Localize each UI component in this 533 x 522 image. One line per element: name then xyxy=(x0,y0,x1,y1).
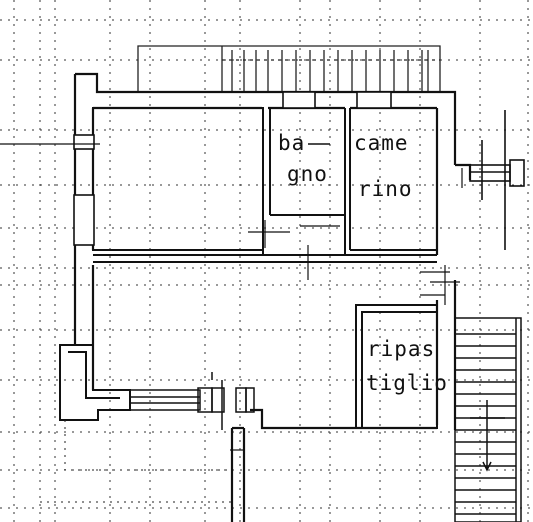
door-icon xyxy=(73,91,392,246)
room-label-ripostiglio-line2: tiglio xyxy=(366,371,448,395)
room-label-bagno-line1: ba xyxy=(278,131,305,155)
outer-walls xyxy=(73,72,472,522)
window-icon xyxy=(129,372,255,430)
lower-outline xyxy=(40,420,232,503)
room-labels: ba gno came rino ripas tiglio xyxy=(278,131,448,395)
room-label-bagno-line2: gno xyxy=(287,162,328,186)
east-window xyxy=(469,110,525,250)
construction-marks xyxy=(0,143,463,451)
room-label-ripostiglio-line1: ripas xyxy=(367,337,435,361)
stair-icon xyxy=(454,317,522,522)
corner-pier xyxy=(59,344,131,421)
partitions xyxy=(92,107,438,429)
room-label-camerino-line1: came xyxy=(354,131,409,155)
top-balcony xyxy=(137,45,441,92)
room-label-camerino-line2: rino xyxy=(358,177,413,201)
